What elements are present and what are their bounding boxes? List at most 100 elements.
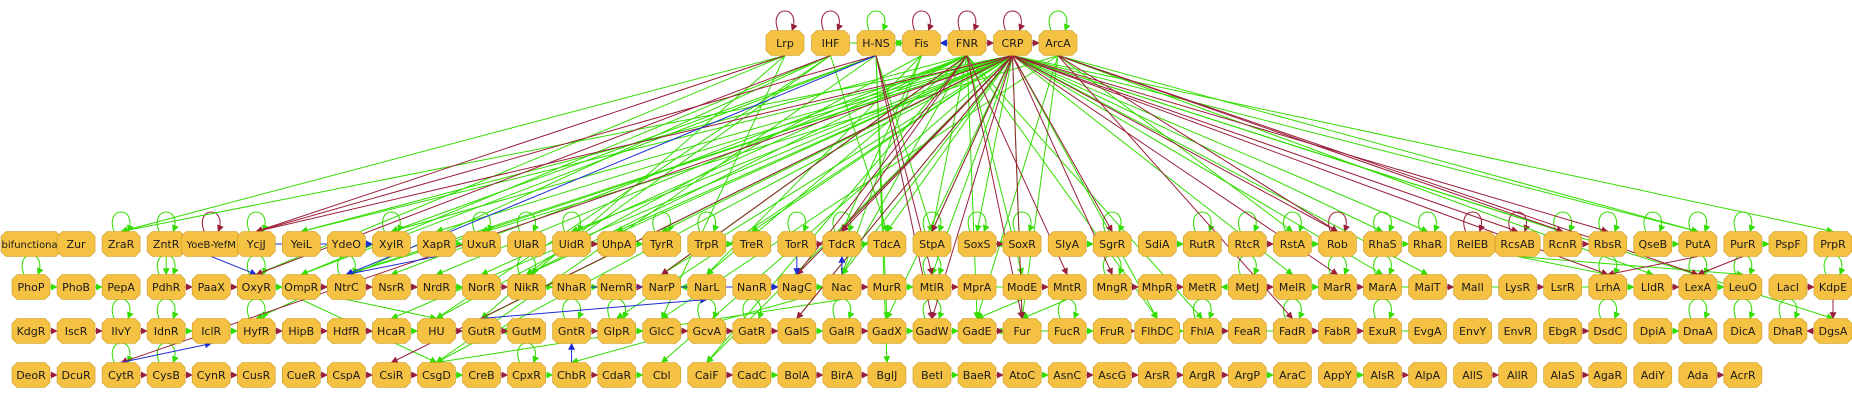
node-rcnr[interactable]: RcnR: [1543, 231, 1582, 257]
node-nagc[interactable]: NagC: [777, 274, 817, 300]
node-nanr[interactable]: NanR: [732, 274, 772, 300]
node-ompr[interactable]: OmpR: [282, 274, 321, 300]
node-gals[interactable]: GalS: [777, 318, 817, 344]
node-cadc[interactable]: CadC: [732, 362, 772, 388]
node-soxr[interactable]: SoxR: [1002, 231, 1042, 257]
node-cysb[interactable]: CysB: [146, 362, 186, 388]
node-glpr[interactable]: GlpR: [597, 318, 636, 344]
node-cdar[interactable]: CdaR: [597, 362, 636, 388]
node-alsr[interactable]: AlsR: [1363, 362, 1402, 388]
node-sgrr[interactable]: SgrR: [1092, 231, 1132, 257]
node-mara[interactable]: MarA: [1363, 274, 1402, 300]
node-tdca[interactable]: TdcA: [867, 231, 907, 257]
node-yeil[interactable]: YeiL: [282, 231, 321, 257]
node-mngr[interactable]: MngR: [1092, 274, 1132, 300]
node-nikr[interactable]: NikR: [507, 274, 546, 300]
node-narl[interactable]: NarL: [687, 274, 727, 300]
node-lysr[interactable]: LysR: [1498, 274, 1537, 300]
node-ntrc[interactable]: NtrC: [327, 274, 366, 300]
node-csgd[interactable]: CsgD: [417, 362, 456, 388]
node-hipb[interactable]: HipB: [282, 318, 321, 344]
node-lexa[interactable]: LexA: [1678, 274, 1718, 300]
node-nsrr[interactable]: NsrR: [372, 274, 411, 300]
node-dcur[interactable]: DcuR: [56, 362, 96, 388]
node-alls[interactable]: AllS: [1453, 362, 1492, 388]
node-glcc[interactable]: GlcC: [642, 318, 681, 344]
node-trer[interactable]: TreR: [732, 231, 772, 257]
node-mtlr[interactable]: MtlR: [912, 274, 952, 300]
node-releb[interactable]: RelEB: [1449, 231, 1496, 257]
node-metj[interactable]: MetJ: [1228, 274, 1267, 300]
node-puta[interactable]: PutA: [1678, 231, 1718, 257]
node-bglj[interactable]: BglJ: [867, 362, 907, 388]
node-narp[interactable]: NarP: [642, 274, 681, 300]
node-lldr[interactable]: LldR: [1633, 274, 1673, 300]
node-beti[interactable]: BetI: [912, 362, 952, 388]
node-rtcr[interactable]: RtcR: [1228, 231, 1267, 257]
node-idnr[interactable]: IdnR: [146, 318, 186, 344]
node-fabr[interactable]: FabR: [1318, 318, 1357, 344]
node-gadw[interactable]: GadW: [912, 318, 952, 344]
node-stpa[interactable]: StpA: [912, 231, 952, 257]
node-laci[interactable]: LacI: [1768, 274, 1808, 300]
node-mali[interactable]: MalI: [1453, 274, 1492, 300]
node-lsrr[interactable]: LsrR: [1543, 274, 1582, 300]
node-qseb[interactable]: QseB: [1633, 231, 1673, 257]
node-ascg[interactable]: AscG: [1092, 362, 1132, 388]
node-ebgr[interactable]: EbgR: [1543, 318, 1582, 344]
node-nemr[interactable]: NemR: [597, 274, 636, 300]
node-creb[interactable]: CreB: [462, 362, 501, 388]
node-ilvy[interactable]: IlvY: [101, 318, 141, 344]
node-allr[interactable]: AllR: [1498, 362, 1537, 388]
node-phop[interactable]: PhoP: [11, 274, 51, 300]
node-lrha[interactable]: LrhA: [1588, 274, 1628, 300]
node-fnr[interactable]: FNR: [947, 30, 987, 56]
node-asnc[interactable]: AsnC: [1047, 362, 1087, 388]
node-chbr[interactable]: ChbR: [552, 362, 591, 388]
node-alpa[interactable]: AlpA: [1408, 362, 1447, 388]
node-zntr[interactable]: ZntR: [146, 231, 186, 257]
node-fis[interactable]: Fis: [902, 30, 941, 56]
node-crp[interactable]: CRP: [993, 30, 1032, 56]
node-h-ns[interactable]: H-NS: [856, 30, 896, 56]
node-atoc[interactable]: AtoC: [1002, 362, 1042, 388]
node-purr[interactable]: PurR: [1723, 231, 1763, 257]
node-flhdc[interactable]: FlhDC: [1134, 318, 1181, 344]
node-gadx[interactable]: GadX: [867, 318, 907, 344]
node-ular[interactable]: UlaR: [507, 231, 546, 257]
node-fur[interactable]: Fur: [1002, 318, 1042, 344]
node-rbsr[interactable]: RbsR: [1588, 231, 1628, 257]
node-mhpr[interactable]: MhpR: [1137, 274, 1177, 300]
node-tyrr[interactable]: TyrR: [642, 231, 681, 257]
node-arac[interactable]: AraC: [1273, 362, 1312, 388]
node-nhar[interactable]: NhaR: [552, 274, 591, 300]
node-pdhr[interactable]: PdhR: [146, 274, 186, 300]
node-nrdr[interactable]: NrdR: [417, 274, 456, 300]
node-slya[interactable]: SlyA: [1047, 231, 1087, 257]
node-bola[interactable]: BolA: [777, 362, 817, 388]
node-yoeb-yefm[interactable]: YoeB-YefM: [180, 231, 242, 257]
node-trpr[interactable]: TrpR: [687, 231, 727, 257]
node-rcsab[interactable]: RcsAB: [1494, 231, 1541, 257]
node-paax[interactable]: PaaX: [191, 274, 231, 300]
node-pspf[interactable]: PspF: [1768, 231, 1808, 257]
node-arca[interactable]: ArcA: [1038, 30, 1078, 56]
node-xylr[interactable]: XylR: [372, 231, 411, 257]
node-leuo[interactable]: LeuO: [1723, 274, 1763, 300]
node-dpia[interactable]: DpiA: [1633, 318, 1673, 344]
node-evga[interactable]: EvgA: [1408, 318, 1447, 344]
node-baer[interactable]: BaeR: [957, 362, 997, 388]
node-gatr[interactable]: GatR: [732, 318, 772, 344]
node-ihf[interactable]: IHF: [811, 30, 850, 56]
node-fhla[interactable]: FhlA: [1183, 318, 1222, 344]
node-rhas[interactable]: RhaS: [1363, 231, 1402, 257]
node-gcva[interactable]: GcvA: [687, 318, 727, 344]
node-dica[interactable]: DicA: [1723, 318, 1763, 344]
node-cuer[interactable]: CueR: [282, 362, 321, 388]
node-cspa[interactable]: CspA: [327, 362, 366, 388]
node-soxs[interactable]: SoxS: [957, 231, 997, 257]
node-ydeo[interactable]: YdeO: [327, 231, 366, 257]
node-fucr[interactable]: FucR: [1047, 318, 1087, 344]
node-frur[interactable]: FruR: [1092, 318, 1132, 344]
node-bira[interactable]: BirA: [822, 362, 862, 388]
